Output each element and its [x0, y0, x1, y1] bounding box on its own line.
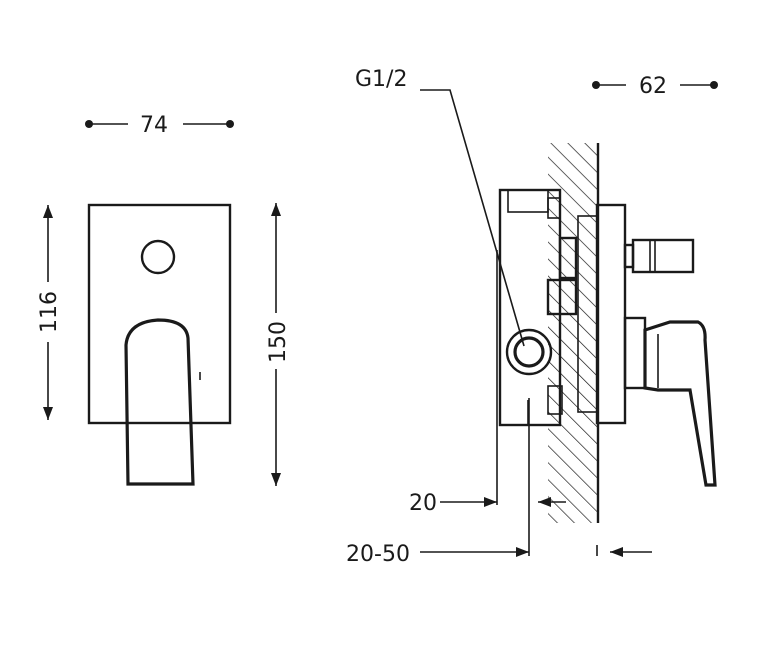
total-height-label: 150: [266, 321, 291, 363]
cover-plate-side: [595, 203, 627, 425]
diverter-knob: [140, 239, 176, 275]
width-dimension: 74: [85, 113, 234, 138]
total-height-dimension: 150: [264, 203, 291, 486]
diverter-stem: [623, 238, 695, 274]
mixer-body: [498, 188, 578, 427]
wall-section: [548, 143, 598, 523]
side-view: G1/2 62: [346, 67, 718, 567]
lever-handle-side: [623, 316, 717, 487]
min-embed-dimension: 20: [409, 250, 566, 516]
cover-plate: [87, 203, 232, 425]
thread-label: G1/2: [355, 67, 407, 92]
plate-height-label: 116: [37, 291, 62, 333]
depth-label: 62: [639, 74, 667, 99]
front-view: 74 116 150: [36, 113, 291, 486]
width-label: 74: [140, 113, 168, 138]
embed-range-dimension: 20-50: [346, 398, 652, 567]
embed-range-label: 20-50: [346, 542, 410, 567]
depth-dimension: 62: [592, 74, 718, 99]
lever-handle: [124, 318, 195, 486]
min-embed-label: 20: [409, 491, 437, 516]
inlet-port: [505, 328, 553, 376]
plate-height-dimension: 116: [36, 205, 62, 420]
